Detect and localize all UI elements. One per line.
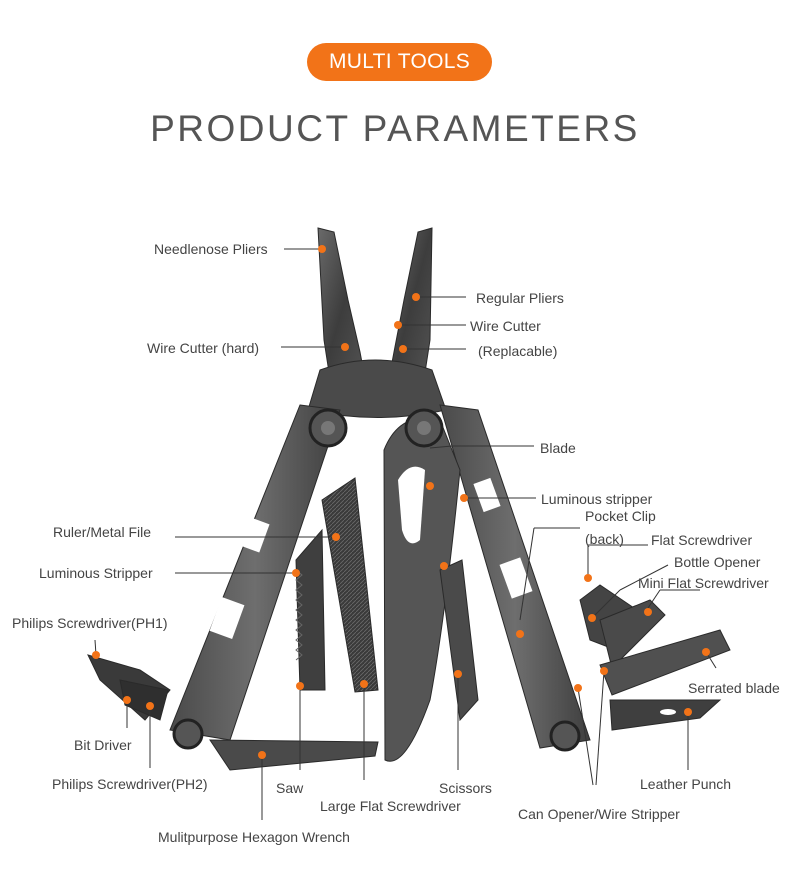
label-wire-cutter-hard: Wire Cutter (hard) — [147, 340, 260, 356]
label-saw: Saw — [276, 780, 304, 796]
label-philips-ph1: Philips Screwdriver(PH1) — [12, 615, 168, 631]
label-blade: Blade — [540, 440, 576, 456]
label-regular-pliers: Regular Pliers — [476, 290, 564, 306]
left-bits — [87, 654, 171, 721]
label-replacable: (Replacable) — [478, 343, 558, 359]
label-scissors: Scissors — [439, 780, 492, 796]
label-needlenose-pliers: Needlenose Pliers — [154, 241, 268, 257]
leader-lines — [94, 248, 717, 820]
label-bit-driver: Bit Driver — [74, 737, 132, 753]
scissors-tool — [439, 559, 479, 722]
label-luminous-stripper-right: Luminous stripper — [541, 491, 653, 507]
label-large-flat-screwdriver: Large Flat Screwdriver — [320, 798, 461, 814]
label-mini-flat-screwdriver: Mini Flat Screwdriver — [638, 575, 769, 591]
right-handle — [439, 404, 591, 749]
label-can-opener: Can Opener/Wire Stripper — [518, 806, 680, 822]
label-wire-cutter: Wire Cutter — [470, 318, 541, 334]
pliers-jaws — [307, 227, 447, 418]
label-pocket-clip: Pocket Clip — [585, 508, 656, 524]
label-leather-punch: Leather Punch — [640, 776, 732, 792]
label-flat-screwdriver: Flat Screwdriver — [651, 532, 753, 548]
pivots — [172, 408, 581, 752]
label-pocket-clip-back: (back) — [585, 531, 624, 547]
blade — [383, 417, 461, 762]
multi-tools-badge: MULTI TOOLS — [307, 43, 492, 81]
label-luminous-stripper-left: Luminous Stripper — [39, 565, 153, 581]
label-hex-wrench: Mulitpurpose Hexagon Wrench — [158, 829, 350, 845]
page-title: PRODUCT PARAMETERS — [150, 108, 640, 149]
label-bottle-opener: Bottle Opener — [674, 554, 761, 570]
label-philips-ph2: Philips Screwdriver(PH2) — [52, 776, 208, 792]
label-serrated-blade: Serrated blade — [688, 680, 780, 696]
callout-dots — [92, 245, 710, 759]
right-tools-fan — [579, 584, 731, 731]
label-ruler-metal-file: Ruler/Metal File — [53, 524, 152, 540]
hex-wrench — [209, 739, 379, 771]
saw-blade — [295, 528, 326, 691]
metal-file — [321, 477, 379, 693]
